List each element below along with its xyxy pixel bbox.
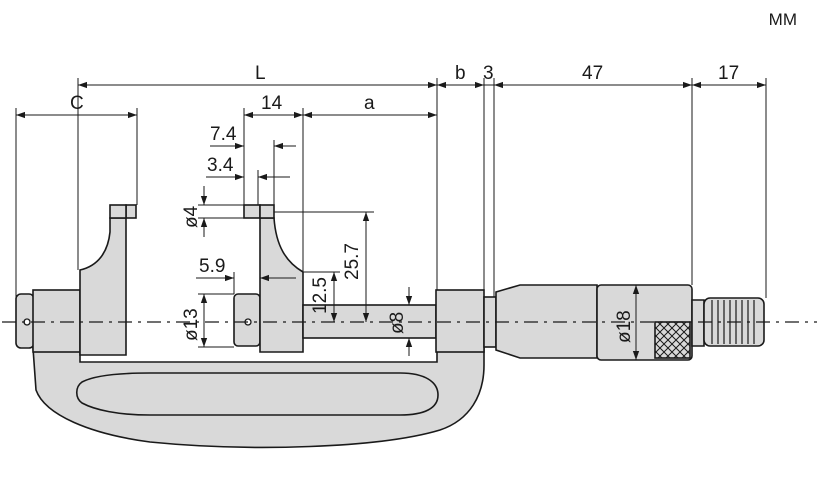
dim-a: a [364, 93, 375, 114]
dim-25-7: 25.7 [342, 243, 363, 280]
dim-47: 47 [582, 63, 603, 84]
dim-b: b [455, 63, 466, 84]
dim-dia4: ø4 [181, 205, 202, 228]
dim-C: C [70, 93, 84, 114]
dim-dia8: ø8 [387, 312, 408, 334]
dim-5-9: 5.9 [199, 256, 225, 277]
dim-7-4: 7.4 [210, 124, 237, 145]
dim-14: 14 [261, 93, 283, 114]
dim-dia13: ø13 [181, 308, 202, 341]
dim-dia18: ø18 [614, 310, 635, 343]
anvil-assembly [15, 204, 137, 356]
unit-label: MM [768, 10, 797, 29]
dim-17: 17 [718, 63, 739, 84]
dim-L: L [255, 63, 266, 84]
dim-12-5: 12.5 [310, 277, 331, 314]
frame [32, 344, 485, 449]
dim-3-4: 3.4 [207, 155, 234, 176]
dimension-lines [15, 78, 767, 360]
dim-3: 3 [483, 63, 494, 84]
